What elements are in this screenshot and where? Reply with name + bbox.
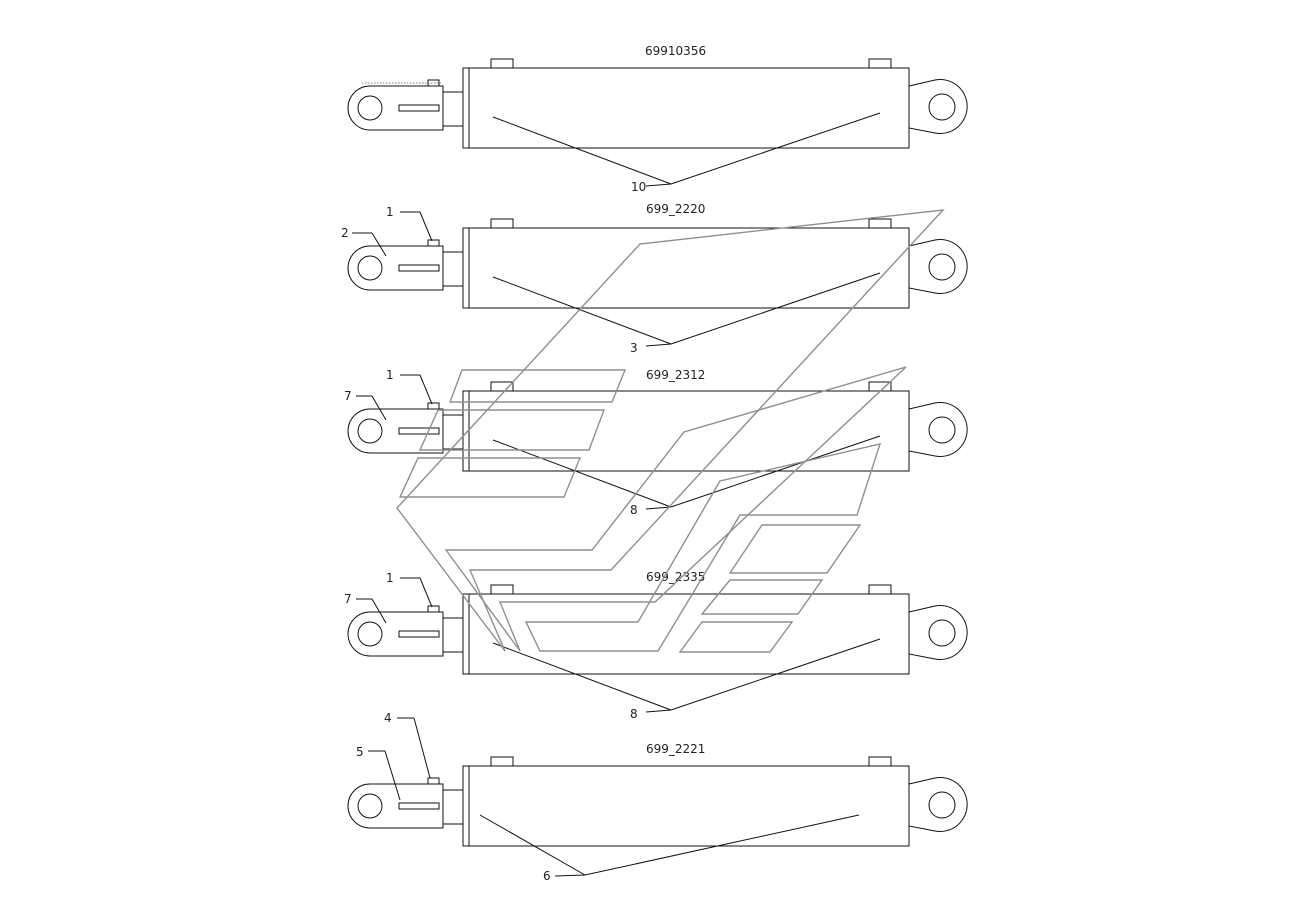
cylinder-drawing [347, 218, 968, 347]
cylinder-drawing [347, 58, 968, 187]
callout-label: 2 [341, 226, 349, 240]
part-number: 699_2220 [646, 202, 705, 216]
callout-label: 7 [344, 592, 352, 606]
callout-label: 5 [356, 745, 364, 759]
part-number: 699_2312 [646, 368, 705, 382]
cylinder-1: 69910356 10 [347, 44, 968, 194]
callout-label: 1 [386, 571, 394, 585]
callout-label: 8 [630, 707, 638, 721]
callout-label: 4 [384, 711, 392, 725]
cylinder-4: 699_2335 1 7 8 [344, 570, 968, 721]
cylinder-5: 699_2221 4 5 6 [347, 711, 968, 883]
cylinder-2: 699_2220 1 2 3 [341, 202, 968, 355]
cylinder-drawing [347, 584, 968, 713]
callout-label: 10 [631, 180, 646, 194]
cylinder-drawing [347, 381, 968, 510]
cylinder-drawing [347, 756, 968, 877]
callout-label: 7 [344, 389, 352, 403]
callout-label: 3 [630, 341, 638, 355]
part-number: 699_2335 [646, 570, 705, 584]
watermark-logo [396, 209, 945, 653]
part-number: 69910356 [645, 44, 706, 58]
callout-label: 1 [386, 368, 394, 382]
part-number: 699_2221 [646, 742, 705, 756]
callout-label: 8 [630, 503, 638, 517]
callout-label: 1 [386, 205, 394, 219]
cylinder-3: 699_2312 1 7 8 [344, 368, 968, 517]
callout-label: 6 [543, 869, 551, 883]
